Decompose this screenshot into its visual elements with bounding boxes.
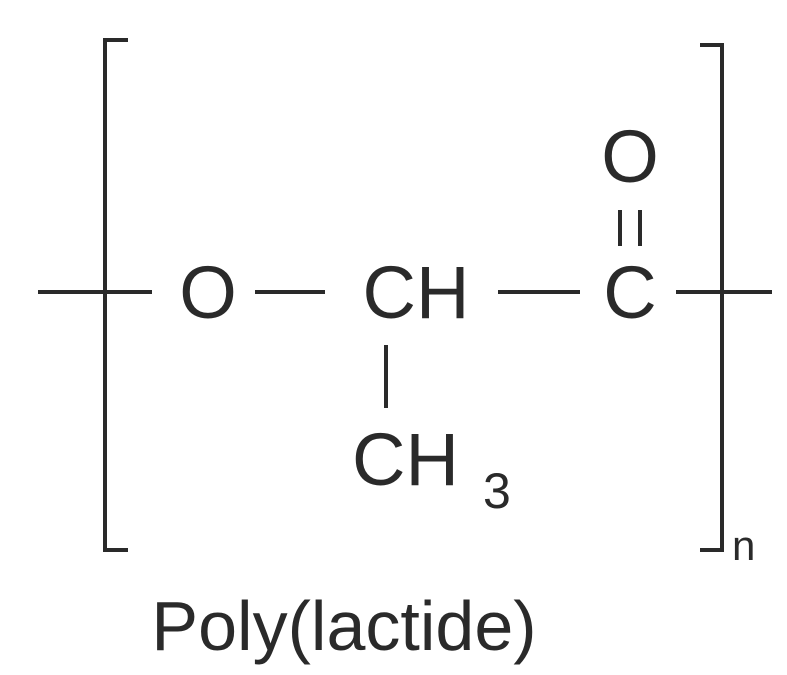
methyl-subscript: 3 <box>483 463 511 519</box>
methyl-ch-group: CH <box>352 418 459 501</box>
chain-oxygen-atom: O <box>179 251 237 334</box>
right-repeat-bracket <box>700 43 724 552</box>
repeat-unit-subscript: n <box>732 522 755 569</box>
carbonyl-carbon-atom: C <box>603 251 656 334</box>
methine-ch-group: CH <box>363 251 470 334</box>
carbonyl-oxygen-atom: O <box>601 115 659 198</box>
left-repeat-bracket <box>103 38 128 552</box>
polymer-name-caption: Poly(lactide) <box>151 587 536 665</box>
